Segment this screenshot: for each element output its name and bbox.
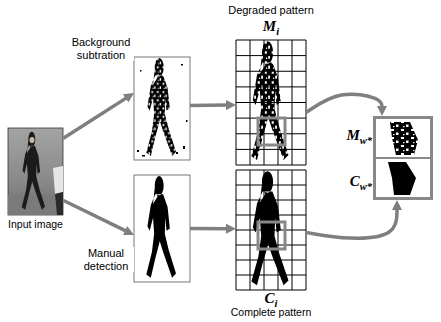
photo-bystander-shirt (53, 166, 63, 194)
photo-background (8, 128, 63, 215)
flow-arrow (306, 94, 382, 112)
pattern-title: Complete pattern (224, 306, 318, 318)
flow-arrow (63, 97, 127, 138)
photo-bystander-legs (55, 192, 63, 215)
degraded-silhouette (146, 58, 176, 156)
flow-arrow (306, 208, 397, 238)
image-caption: Input image (2, 218, 69, 230)
subtraction-image (134, 57, 190, 160)
window-highlight (258, 118, 285, 145)
arrow-label: Background subtration (68, 36, 134, 61)
photo-person (22, 132, 45, 210)
arrow-label: Manual detection (78, 247, 134, 272)
grid-ground (236, 40, 306, 165)
math-symbol: Mi (236, 18, 306, 38)
window-highlight (258, 222, 285, 249)
flow-arrow (190, 227, 228, 231)
photo-face (30, 137, 35, 143)
photo-ground (8, 195, 63, 215)
degraded-patch (390, 122, 418, 155)
pattern-title: Degraded pattern (224, 4, 318, 17)
pattern-grid: Degraded patternMi (236, 40, 306, 165)
grid-ground (236, 170, 306, 290)
math-symbol: Mw* (338, 127, 372, 147)
window-box: Mw*Cw* (373, 116, 433, 200)
input-photo: Input image (8, 128, 63, 215)
grid-lines (236, 40, 306, 165)
flow-arrow (63, 200, 127, 231)
manual-image (134, 175, 190, 282)
degraded-silhouette (251, 41, 288, 160)
complete-patch (388, 162, 416, 195)
math-symbol: Cw* (338, 173, 372, 193)
flow-arrow (190, 103, 228, 107)
grid-lines (236, 170, 306, 290)
complete-silhouette (251, 171, 288, 285)
manual-image (134, 175, 190, 282)
patch-ground (376, 119, 430, 197)
subtraction-image (134, 57, 190, 160)
pattern-grid: CiComplete pattern (236, 170, 306, 290)
complete-silhouette (146, 176, 176, 278)
noise-speckles (137, 64, 188, 157)
patch-divider (376, 157, 430, 159)
